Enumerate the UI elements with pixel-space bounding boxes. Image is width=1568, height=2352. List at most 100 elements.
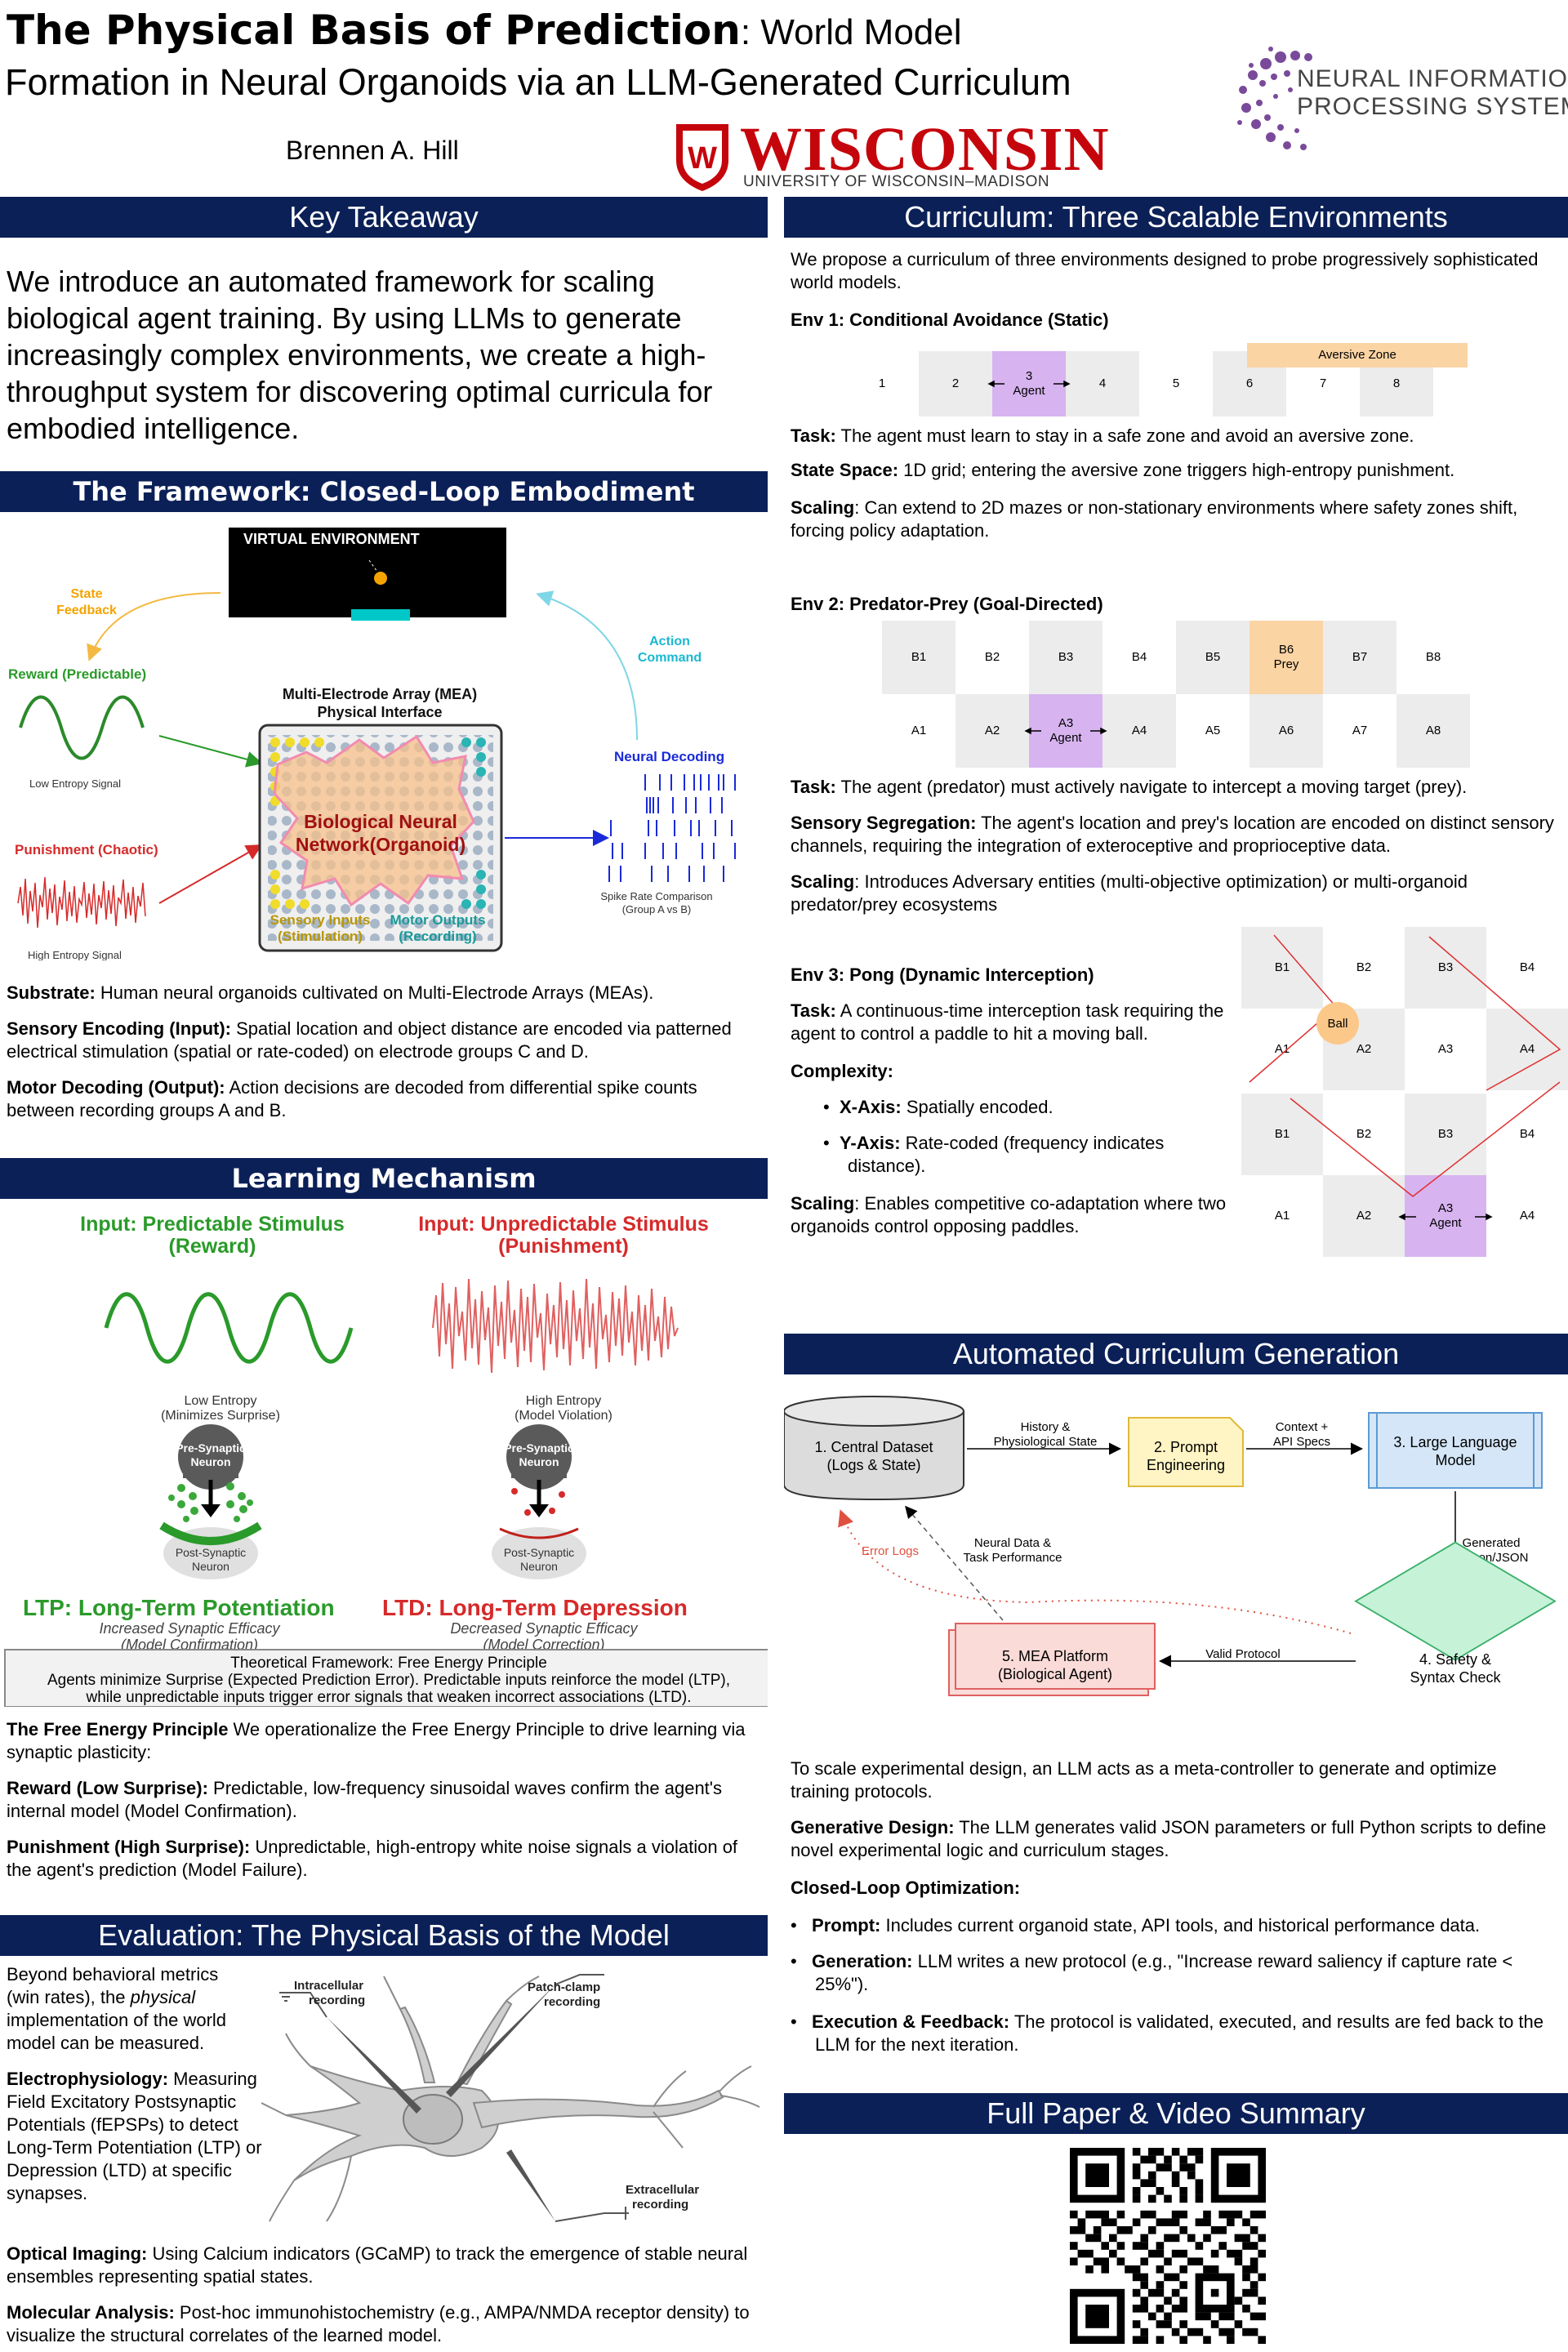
bullet-execution-feedback: • Execution & Feedback: The protocol is … <box>791 2011 1544 2055</box>
input-unpredictable-2: (Punishment) <box>498 1235 629 1258</box>
env1-title: Env 1: Conditional Avoidance (Static) <box>791 310 1109 330</box>
closed-loop-optimization: Closed-Loop Optimization: <box>791 1878 1021 1898</box>
svg-text:(Biological Agent): (Biological Agent) <box>998 1666 1112 1682</box>
env3-title: Env 3: Pong (Dynamic Interception) <box>791 964 1094 985</box>
svg-text:while unpredictable inputs tri: while unpredictable inputs trigger error… <box>86 1689 692 1706</box>
svg-text:API Specs: API Specs <box>1273 1435 1330 1449</box>
neurips-dots-icon <box>1237 47 1312 150</box>
generative-design: Generative Design: The LLM generates val… <box>791 1817 1547 1860</box>
svg-text:Task Performance: Task Performance <box>964 1551 1062 1565</box>
motor-outputs-label-2: (Recording) <box>399 929 476 944</box>
aversive-zone-label: Aversive Zone <box>1247 343 1468 368</box>
svg-text:Neuron: Neuron <box>191 1455 231 1468</box>
curriculum-heading: Curriculum: Three Scalable Environments <box>784 197 1568 238</box>
learning-heading: Learning Mechanism <box>0 1158 768 1199</box>
svg-text:Generated: Generated <box>1463 1536 1521 1550</box>
svg-text:Post-Synaptic: Post-Synaptic <box>176 1546 246 1559</box>
prompt-engineering-node: 2. Prompt Engineering <box>1128 1417 1244 1487</box>
reward-sine-wave <box>19 695 145 760</box>
framework-substrate: Substrate: Human neural organoids cultiv… <box>7 982 654 1003</box>
key-takeaway-text: We introduce an automated framework for … <box>7 265 713 445</box>
neurips-line2: PROCESSING SYSTEMS <box>1297 93 1568 120</box>
env1-task: Task: The agent must learn to stay in a … <box>791 425 1414 446</box>
svg-text:Valid Protocol: Valid Protocol <box>1205 1647 1280 1661</box>
automated-intro: To scale experimental design, an LLM act… <box>791 1758 1497 1802</box>
punishment-label: Punishment (Chaotic) <box>15 842 158 858</box>
low-entropy-2: (Minimizes Surprise) <box>161 1409 280 1423</box>
svg-text:Decreased Synaptic Efficacy: Decreased Synaptic Efficacy <box>450 1620 638 1637</box>
bnn-label-1: Biological Neural <box>304 811 457 832</box>
svg-text:Physiological State: Physiological State <box>994 1435 1098 1449</box>
neurips-logo: NEURAL INFORMATION PROCESSING SYSTEMS <box>1227 33 1568 163</box>
learning-diagram: Input: Predictable Stimulus (Reward) Inp… <box>4 1213 768 1707</box>
svg-text:Post-Synaptic: Post-Synaptic <box>504 1546 574 1559</box>
svg-text:Pre-Synaptic: Pre-Synaptic <box>504 1441 574 1454</box>
svg-text:Pre-Synaptic: Pre-Synaptic <box>176 1441 246 1454</box>
svg-text:Error Logs: Error Logs <box>862 1544 919 1558</box>
punishment-text: Punishment (High Surprise): Unpredictabl… <box>7 1837 738 1880</box>
key-takeaway-heading: Key Takeaway <box>0 197 768 238</box>
uw-logo: W WISCONSIN UNIVERSITY OF WISCONSIN–MADI… <box>670 115 1108 193</box>
env3-x-axis: • X-Axis: Spatially encoded. <box>823 1097 1054 1117</box>
neural-decoding-label: Neural Decoding <box>614 749 724 764</box>
input-predictable-2: (Reward) <box>169 1235 256 1258</box>
svg-text:recording: recording <box>544 1995 600 2009</box>
action-command-label-2: Command <box>638 651 702 665</box>
env1-scaling: Scaling: Can extend to 2D mazes or non-s… <box>791 497 1518 541</box>
svg-text:Syntax Check: Syntax Check <box>1410 1669 1501 1686</box>
svg-text:Extracellular: Extracellular <box>626 2183 699 2197</box>
env2-title: Env 2: Predator-Prey (Goal-Directed) <box>791 594 1103 614</box>
virtual-env-label: VIRTUAL ENVIRONMENT <box>243 531 420 547</box>
env2-task: Task: The agent (predator) must actively… <box>791 777 1468 797</box>
safety-syntax-check-node: 4. Safety & Syntax Check <box>1354 1541 1557 1686</box>
svg-text:Patch-clamp: Patch-clamp <box>528 1980 600 1994</box>
svg-text:Neural Data &: Neural Data & <box>974 1536 1051 1550</box>
svg-text:2. Prompt: 2. Prompt <box>1154 1439 1218 1455</box>
svg-text:Agents minimize Surprise (Expe: Agents minimize Surprise (Expected Predi… <box>47 1672 730 1689</box>
predictable-wave <box>104 1292 354 1364</box>
action-command-label-1: Action <box>649 635 690 648</box>
state-feedback-label-2: Feedback <box>56 604 117 617</box>
svg-text:1. Central Dataset: 1. Central Dataset <box>814 1439 933 1455</box>
svg-text:Theoretical Framework: Free En: Theoretical Framework: Free Energy Princ… <box>230 1655 547 1672</box>
extracellular-electrode <box>506 2149 555 2221</box>
neurips-line1: NEURAL INFORMATION <box>1297 65 1568 92</box>
poster-title: The Physical Basis of Prediction: World … <box>7 7 962 56</box>
automation-flowchart: 1. Central Dataset (Logs & State) Histor… <box>784 1396 1557 1696</box>
env3-task: Task: A continuous-time interception tas… <box>791 1000 1224 1044</box>
svg-text:History &: History & <box>1021 1420 1071 1434</box>
framework-heading: The Framework: Closed-Loop Embodiment <box>0 471 768 512</box>
svg-text:Context +: Context + <box>1276 1420 1329 1434</box>
spike-raster <box>608 774 736 882</box>
patch-clamp-pipette <box>446 1984 555 2097</box>
spike-caption-2: (Group A vs B) <box>622 903 692 915</box>
svg-text:recording: recording <box>632 2198 688 2212</box>
electrophysiology-text: Electrophysiology: Measuring Field Excit… <box>7 2069 262 2203</box>
env3-grid: B1 B2 B3 B4 A1 A2 A3 A4 B1 B2 B3 B4 A1 A… <box>1241 927 1568 1257</box>
svg-text:Engineering: Engineering <box>1147 1457 1225 1473</box>
reward-label: Reward (Predictable) <box>8 666 146 682</box>
framework-diagram: VIRTUAL ENVIRONMENT State Feedback Actio… <box>8 528 736 960</box>
free-energy-principle-text: The Free Energy Principle We operational… <box>7 1719 746 1762</box>
state-feedback-label-1: State <box>70 587 102 601</box>
title-rest: : World Model <box>740 12 962 52</box>
env1-state-space: State Space: 1D grid; entering the avers… <box>791 460 1455 480</box>
mea-platform-node: 5. MEA Platform (Biological Agent) <box>948 1623 1156 1696</box>
svg-text:4. Safety &: 4. Safety & <box>1419 1651 1491 1668</box>
virtual-environment-screen <box>229 528 506 617</box>
motor-outputs-label-1: Motor Outputs <box>390 912 485 928</box>
qr-code[interactable] <box>1070 2148 1266 2344</box>
high-entropy-signal-label: High Entropy Signal <box>28 949 122 960</box>
bullet-prompt: • Prompt: Includes current organoid stat… <box>791 1915 1481 1936</box>
svg-text:Model: Model <box>1435 1452 1475 1468</box>
automated-heading: Automated Curriculum Generation <box>784 1334 1568 1374</box>
full-paper-heading: Full Paper & Video Summary <box>784 2093 1568 2134</box>
optical-imaging-text: Optical Imaging: Using Calcium indicator… <box>7 2243 748 2287</box>
framework-motor-decoding: Motor Decoding (Output): Action decision… <box>7 1077 697 1120</box>
svg-text:3. Large Language: 3. Large Language <box>1393 1434 1517 1450</box>
author: Brennen A. Hill <box>286 136 459 165</box>
intracellular-pipette <box>327 2017 421 2114</box>
